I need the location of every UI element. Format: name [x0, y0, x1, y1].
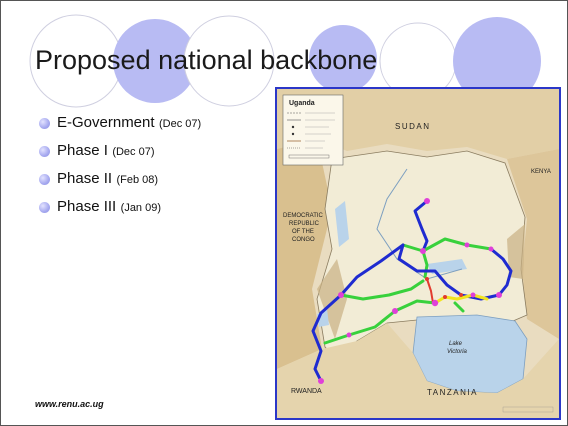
route-east-blue — [489, 247, 513, 297]
route-west-green — [339, 279, 425, 301]
uganda-map: Uganda SUDAN KENYA DEMOCRATIC REPUBLIC O… — [275, 87, 561, 420]
node-arua — [424, 198, 430, 204]
route-northwest-blue — [339, 243, 405, 297]
highlands — [317, 259, 347, 339]
bullet-label: Phase II — [57, 170, 113, 187]
label-drc-1: DEMOCRATIC — [283, 213, 324, 219]
node-fortportal — [338, 292, 344, 298]
bullet-dot-icon — [39, 146, 50, 157]
route-kampala-yellow — [433, 293, 489, 305]
legend-title: Uganda — [289, 100, 315, 107]
route-north-green — [421, 249, 429, 279]
deco-circle-4 — [309, 25, 377, 93]
route-ring-blue — [397, 243, 501, 301]
lake-victoria — [412, 314, 528, 394]
label-drc-2: REPUBLIC — [289, 221, 320, 227]
backbone-routes — [311, 199, 513, 383]
node-mbale — [496, 292, 502, 298]
node-lira — [464, 242, 470, 248]
node-masaka — [392, 308, 398, 314]
label-rwanda: RWANDA — [291, 388, 322, 395]
bullet-label: Phase I — [57, 142, 108, 159]
junction-1 — [425, 277, 429, 281]
backbone-junctions — [425, 277, 463, 299]
deco-circle-3 — [183, 15, 275, 107]
node-kabale — [318, 378, 324, 384]
neighbor-terrain-south — [277, 323, 559, 418]
route-west-blue — [311, 293, 343, 383]
highlands-east — [507, 224, 525, 279]
bullet-dot-icon — [39, 174, 50, 185]
node-mbarara — [346, 332, 352, 338]
node-soroti — [488, 246, 494, 252]
deco-circle-6 — [453, 17, 541, 105]
node-kampala — [431, 299, 439, 307]
deco-circle-2 — [113, 19, 197, 103]
bullet-label: Phase III — [57, 198, 117, 215]
bullet-item-phase-3: Phase III (Jan 09) — [39, 197, 201, 225]
nile-river — [376, 168, 463, 280]
route-central-green — [401, 237, 493, 253]
slide-title: Proposed national backbone — [35, 45, 378, 75]
bullet-dot-icon — [39, 118, 50, 129]
junction-3 — [459, 293, 463, 297]
node-gulu — [420, 248, 426, 254]
bullet-date: (Dec 07) — [112, 146, 155, 158]
bullet-dot-icon — [39, 202, 50, 213]
label-kenya: KENYA — [531, 169, 551, 175]
label-lake: Lake — [449, 341, 463, 347]
neighbor-terrain-west — [277, 139, 332, 369]
route-southwest-green — [323, 299, 437, 345]
decorative-circles — [29, 14, 541, 108]
backbone-nodes — [318, 198, 502, 384]
bullet-list: E-Government (Dec 07) Phase I (Dec 07) P… — [39, 113, 201, 225]
map-credit — [502, 406, 554, 413]
bullet-date: (Jan 09) — [120, 202, 162, 214]
bullet-item-e-government: E-Government (Dec 07) — [39, 113, 201, 141]
label-sudan: SUDAN — [395, 122, 431, 131]
label-tanzania: TANZANIA — [427, 388, 478, 397]
bullet-item-phase-1: Phase I (Dec 07) — [39, 141, 201, 169]
footer-url: www.renu.ac.ug — [35, 399, 104, 409]
route-north-blue — [413, 199, 429, 253]
bullet-item-phase-2: Phase II (Feb 08) — [39, 169, 201, 197]
map-legend — [282, 94, 344, 166]
node-jinja — [470, 292, 476, 298]
junction-2 — [443, 295, 447, 299]
uganda-map-graphic: Uganda SUDAN KENYA DEMOCRATIC REPUBLIC O… — [277, 89, 559, 418]
route-south-green — [453, 301, 465, 313]
label-drc-4: CONGO — [292, 237, 315, 243]
label-drc-3: OF THE — [292, 229, 314, 235]
neighbor-terrain-north — [277, 89, 559, 159]
bullet-date: (Feb 08) — [116, 174, 159, 186]
bullet-label: E-Government — [57, 114, 155, 131]
bullet-date: (Dec 07) — [159, 118, 202, 130]
lake-albert — [335, 201, 349, 247]
label-victoria: Victoria — [447, 349, 468, 355]
route-kampala-red — [426, 278, 434, 304]
neighbor-terrain-east — [507, 149, 559, 339]
